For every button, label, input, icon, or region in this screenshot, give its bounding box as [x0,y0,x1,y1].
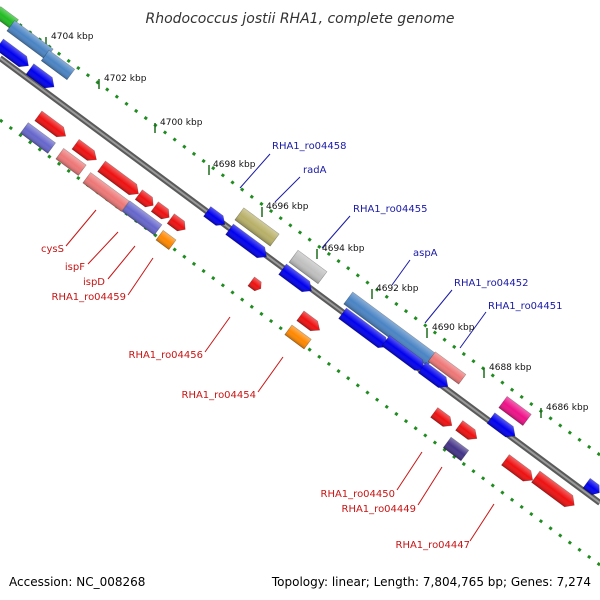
gene-feature[interactable] [71,139,100,164]
gene-feature[interactable] [531,470,579,511]
ruler-dots [0,8,600,457]
leader-line [469,503,495,542]
leader-line [204,316,231,353]
gene-label[interactable]: RHA1_ro04455 [353,204,428,215]
gene-feature[interactable] [455,420,481,444]
gene-feature[interactable] [25,63,58,92]
leader-line [424,289,453,324]
gene-label[interactable]: aspA [413,248,438,259]
gene-feature[interactable] [430,407,456,431]
kbp-label: 4686 kbp [546,403,589,413]
leader-line [127,257,154,296]
leader-line [274,176,301,203]
kbp-label: 4696 kbp [266,202,309,212]
gene-label[interactable]: RHA1_ro04456 [129,350,204,361]
leader-line [417,466,443,506]
gene-feature[interactable] [150,201,173,222]
leader-line [107,245,136,280]
gene-feature[interactable] [486,412,519,441]
gene-label[interactable]: RHA1_ro04454 [182,390,257,401]
gene-label[interactable]: RHA1_ro04459 [52,292,127,303]
gene-label[interactable]: cysS [41,244,64,255]
accession-text: Accession: NC_008268 [9,575,145,589]
gene-feature[interactable] [288,249,328,285]
gene-feature[interactable] [338,307,392,352]
kbp-label: 4698 kbp [213,160,256,170]
leader-line [87,231,119,265]
kbp-label: 4694 kbp [322,244,365,254]
gene-label[interactable]: radA [303,165,327,176]
gene-feature[interactable] [155,229,177,251]
gene-feature[interactable] [225,223,271,262]
gene-feature[interactable] [34,110,69,141]
kbp-label: 4704 kbp [51,32,94,42]
gene-feature[interactable] [203,206,229,230]
gene-features [0,6,600,511]
gene-feature[interactable] [97,160,143,199]
gene-feature[interactable] [442,436,470,462]
leader-line [65,209,97,247]
gene-feature[interactable] [247,276,264,293]
kbp-label: 4700 kbp [160,118,203,128]
gene-feature[interactable] [381,335,428,374]
leader-line [257,356,284,393]
gene-feature[interactable] [0,38,32,71]
gene-feature[interactable] [234,207,280,247]
leader-line [239,153,271,189]
gene-feature[interactable] [134,189,157,210]
gene-label[interactable]: ispF [65,262,85,273]
gene-feature[interactable] [296,310,323,335]
kbp-label: 4702 kbp [104,74,147,84]
gene-feature[interactable] [498,396,532,426]
leader-line [459,311,487,349]
leader-line [396,451,423,491]
gene-feature[interactable] [20,122,56,154]
gene-feature[interactable] [166,213,189,234]
gene-label[interactable]: RHA1_ro04450 [321,489,396,500]
reverse-gene-labels: cysS ispF ispD RHA1_ro04459 RHA1_ro04456… [41,244,470,551]
gene-label[interactable]: RHA1_ro04458 [272,141,347,152]
kbp-ticks: 4704 kbp 4702 kbp 4700 kbp 4698 kbp 4696… [51,32,589,413]
label-leaders [65,153,495,542]
forward-gene-labels: RHA1_ro04458 radA RHA1_ro04455 aspA RHA1… [272,141,563,312]
gene-label[interactable]: RHA1_ro04452 [454,278,529,289]
kbp-label: 4688 kbp [489,363,532,373]
gene-label[interactable]: RHA1_ro04451 [488,301,563,312]
genome-summary-text: Topology: linear; Length: 7,804,765 bp; … [271,575,591,589]
gene-feature[interactable] [40,49,76,81]
gene-feature[interactable] [278,263,316,296]
kbp-label: 4690 kbp [432,323,475,333]
gene-feature[interactable] [501,454,536,486]
gene-feature[interactable] [121,200,163,236]
gene-label[interactable]: RHA1_ro04449 [342,504,417,515]
leader-line [321,215,351,249]
gene-label[interactable]: ispD [83,277,105,288]
map-title: Rhodococcus jostii RHA1, complete genome [145,11,454,27]
gene-feature[interactable] [417,361,451,392]
gene-feature[interactable] [55,148,87,176]
gene-feature[interactable] [427,351,467,385]
leader-line [391,259,411,286]
gene-feature[interactable] [582,477,600,497]
gene-label[interactable]: RHA1_ro04447 [396,540,471,551]
gene-feature[interactable] [284,324,312,350]
gene-feature[interactable] [82,172,130,212]
kbp-label: 4692 kbp [376,284,419,294]
